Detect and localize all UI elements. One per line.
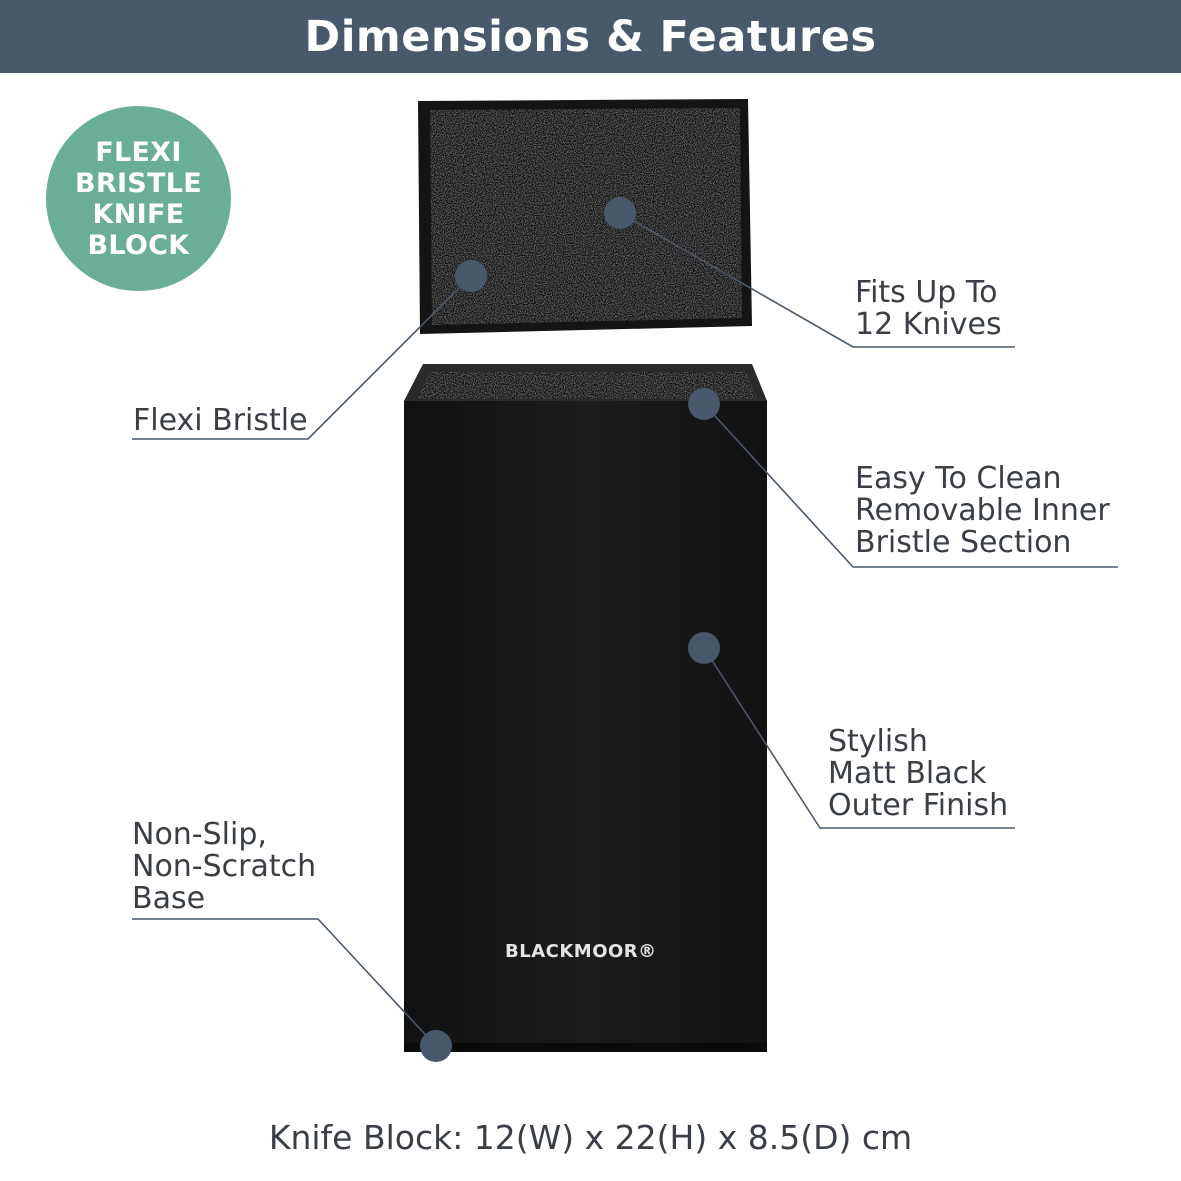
marker-flexi [455,260,487,292]
badge-text: FLEXI BRISTLE KNIFE BLOCK [74,136,203,261]
leader-line-base [132,918,437,1047]
bristle-insert [418,99,752,334]
callout-fits-knives: Fits Up To 12 Knives [855,275,1002,342]
marker-finish [688,632,720,664]
callout-non-slip-base: Non-Slip, Non-Scratch Base [132,817,317,916]
page-title: Dimensions & Features [304,11,877,62]
marker-clean [688,388,720,420]
marker-base [420,1030,452,1062]
callout-outer-finish: Stylish Matt Black Outer Finish [828,724,1009,823]
leader-line-clean [703,403,1118,568]
callout-flexi-bristle: Flexi Bristle [133,403,308,438]
marker-fits [604,197,636,229]
callout-easy-clean: Easy To Clean Removable Inner Bristle Se… [855,461,1110,560]
header-bar: Dimensions & Features [0,0,1181,73]
dimensions-caption: Knife Block: 12(W) x 22(H) x 8.5(D) cm [268,1118,913,1157]
leader-line-finish [703,647,1015,829]
feature-badge: FLEXI BRISTLE KNIFE BLOCK [46,106,231,291]
brand-logo: BLACKMOOR® [505,941,657,962]
leader-line-fits [619,212,1015,348]
knife-block [404,364,767,1052]
leader-line-flexi [132,275,472,440]
